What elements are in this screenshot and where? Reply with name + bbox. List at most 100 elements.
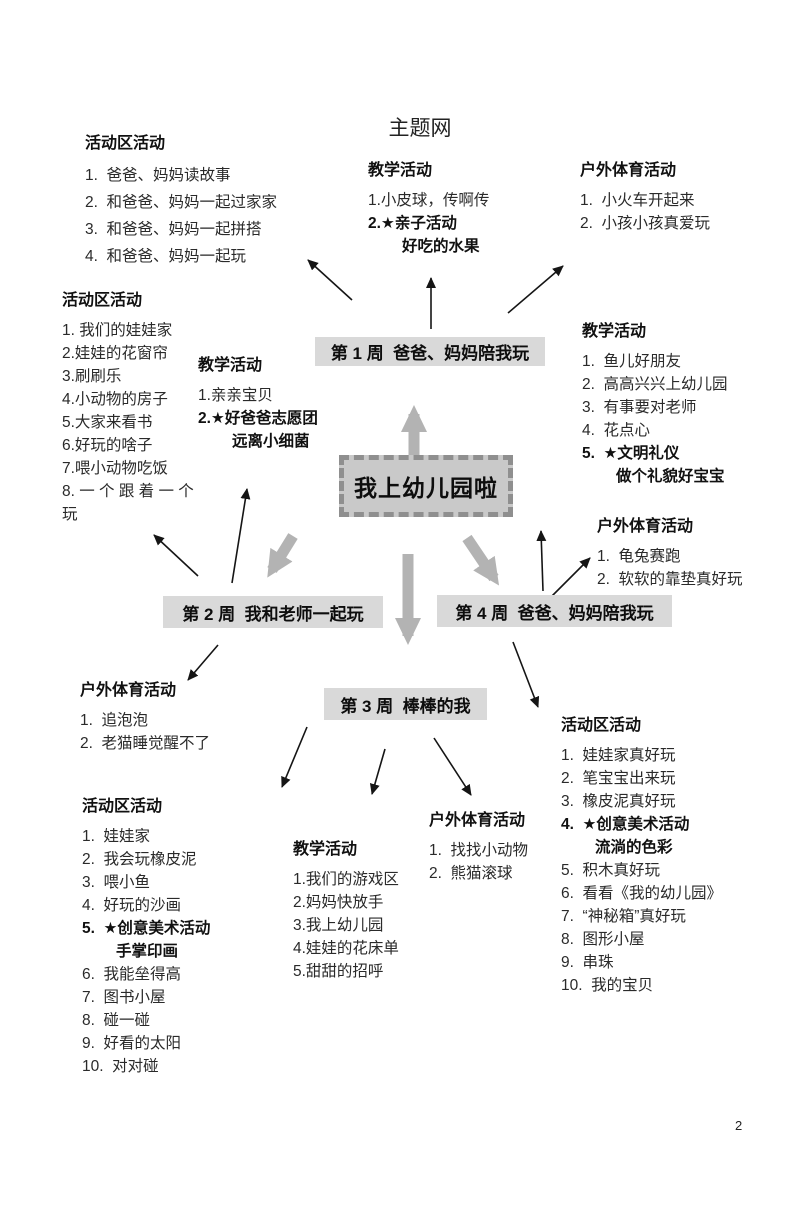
block-top-mid-teaching: 教学活动 1.小皮球，传啊传 2.★亲子活动好吃的水果 — [368, 161, 568, 258]
list-line: 7. “神秘箱”真好玩 — [561, 908, 686, 925]
block-header: 户外体育活动 — [597, 518, 694, 535]
list-line: 5.甜甜的招呼 — [293, 963, 384, 980]
block-bottom-mid-outdoor: 户外体育活动 1. 找找小动物 2. 熊猫滚球 — [429, 811, 604, 885]
list-line: 2. 小孩小孩真爱玩 — [580, 215, 711, 232]
list-line: 1. 娃娃家真好玩 — [561, 747, 676, 764]
list-line: 5. ★文明礼仪 — [582, 445, 680, 462]
list-line: 7.喂小动物吃饭 — [62, 460, 168, 477]
list-line: 1. 爸爸、妈妈读故事 — [85, 167, 231, 184]
list-line: 2. 软软的靠垫真好玩 — [597, 571, 743, 588]
list-line: 2. 笔宝宝出来玩 — [561, 770, 676, 787]
arrow-week3-to-bottom-teach — [369, 748, 386, 795]
list-line: 1. 龟兔赛跑 — [597, 548, 681, 565]
block-header: 户外体育活动 — [580, 162, 677, 179]
thick-arrow-down-left — [267, 533, 298, 578]
list-line: 1. 鱼儿好朋友 — [582, 353, 682, 370]
list-line: 2.妈妈快放手 — [293, 894, 384, 911]
block-bottom-right-activity-area: 活动区活动 1. 娃娃家真好玩 2. 笔宝宝出来玩 3. 橡皮泥真好玩 4. ★创意美术… — [561, 716, 800, 997]
list-line: 8. 图形小屋 — [561, 931, 645, 948]
list-line: 1. 我们的娃娃家 — [62, 322, 173, 339]
thick-arrow-down-right — [462, 534, 500, 586]
block-bottom-left-outdoor: 户外体育活动 1. 追泡泡 2. 老猫睡觉醒不了 — [80, 681, 305, 755]
list-line: 4. 花点心 — [582, 422, 651, 439]
block-right-teaching: 教学活动 1. 鱼儿好朋友 2. 高高兴兴上幼儿园 3. 有事要对老师 4. 花点心 5.… — [582, 322, 797, 488]
arrow-week4-to-outdoor — [551, 557, 591, 597]
list-line: 2. 老猫睡觉醒不了 — [80, 735, 211, 752]
page-title: 主题网 — [388, 116, 452, 140]
block-header: 户外体育活动 — [80, 682, 177, 699]
arrow-week2-to-mid-teach — [231, 488, 251, 584]
list-line: 8. 碰一碰 — [82, 1012, 151, 1029]
list-line: 1.小皮球，传啊传 — [368, 192, 490, 209]
central-theme-node: 我上幼儿园啦 — [339, 455, 513, 517]
list-line: 玩 — [62, 506, 78, 523]
list-line: 2. 我会玩橡皮泥 — [82, 851, 197, 868]
list-line: 4. 好玩的沙画 — [82, 897, 182, 914]
list-line: 1.亲亲宝贝 — [198, 387, 273, 404]
list-line: 1. 追泡泡 — [80, 712, 149, 729]
list-line: 1. 小火车开起来 — [580, 192, 695, 209]
list-line: 5. 积木真好玩 — [561, 862, 661, 879]
list-line: 4. ★创意美术活动 — [561, 816, 690, 833]
block-header: 教学活动 — [368, 162, 433, 179]
block-bottom-left-activity-area: 活动区活动 1. 娃娃家 2. 我会玩橡皮泥 3. 喂小鱼 4. 好玩的沙画 5. ★创意… — [82, 797, 307, 1078]
arrow-week3-to-bottom-left-list — [281, 726, 308, 788]
list-line: 2.★亲子活动 — [368, 215, 457, 232]
list-line: 4.小动物的房子 — [62, 391, 168, 408]
block-mid-teaching: 教学活动 1.亲亲宝贝 2.★好爸爸志愿团远离小细菌 — [198, 356, 383, 453]
week1-node: 第 1 周 爸爸、妈妈陪我玩 — [315, 337, 545, 366]
block-header: 活动区活动 — [62, 292, 143, 309]
arrow-week4-to-teach — [536, 530, 547, 592]
arrow-week1-to-top-left — [307, 259, 353, 301]
list-line: 远离小细菌 — [232, 433, 310, 450]
list-line: 5. ★创意美术活动 — [82, 920, 211, 937]
week3-node: 第 3 周 棒棒的我 — [324, 688, 487, 720]
block-header: 教学活动 — [198, 357, 263, 374]
block-header: 活动区活动 — [561, 717, 642, 734]
block-right-outdoor: 户外体育活动 1. 龟兔赛跑 2. 软软的靠垫真好玩 — [597, 517, 800, 591]
list-line: 1. 娃娃家 — [82, 828, 151, 845]
list-line: 2.娃娃的花窗帘 — [62, 345, 168, 362]
block-header: 教学活动 — [582, 323, 647, 340]
block-header: 户外体育活动 — [429, 812, 526, 829]
list-line: 2.★好爸爸志愿团 — [198, 410, 318, 427]
list-line: 2. 高高兴兴上幼儿园 — [582, 376, 728, 393]
list-line: 10. 我的宝贝 — [561, 977, 654, 994]
list-line: 6.好玩的啥子 — [62, 437, 153, 454]
block-header: 教学活动 — [293, 841, 358, 858]
list-line: 3. 橡皮泥真好玩 — [561, 793, 676, 810]
block-top-left-activity-area: 活动区活动 1. 爸爸、妈妈读故事 2. 和爸爸、妈妈一起过家家 3. 和爸爸、妈妈一… — [85, 134, 355, 270]
list-line: 1. 找找小动物 — [429, 842, 529, 859]
arrow-week1-to-top-right — [507, 265, 564, 314]
list-line: 3. 和爸爸、妈妈一起拼搭 — [85, 221, 262, 238]
list-line: 10. 对对碰 — [82, 1058, 159, 1075]
list-line: 1.我们的游戏区 — [293, 871, 399, 888]
arrow-week2-to-outdoor — [187, 644, 219, 681]
list-line: 手掌印画 — [116, 943, 179, 960]
list-line: 6. 我能垒得高 — [82, 966, 182, 983]
list-line: 做个礼貌好宝宝 — [616, 468, 725, 485]
arrow-week4-to-bottom-right-list — [512, 641, 540, 708]
week2-node: 第 2 周 我和老师一起玩 — [163, 596, 383, 628]
block-top-right-outdoor: 户外体育活动 1. 小火车开起来 2. 小孩小孩真爱玩 — [580, 161, 790, 235]
list-line: 7. 图书小屋 — [82, 989, 166, 1006]
list-line: 流淌的色彩 — [595, 839, 673, 856]
block-header: 活动区活动 — [82, 798, 163, 815]
list-line: 3. 喂小鱼 — [82, 874, 151, 891]
list-line: 2. 熊猫滚球 — [429, 865, 513, 882]
block-header: 活动区活动 — [85, 135, 166, 152]
list-line: 3. 有事要对老师 — [582, 399, 697, 416]
arrow-week2-to-left-list — [153, 534, 199, 577]
list-line: 4.娃娃的花床单 — [293, 940, 399, 957]
list-line: 2. 和爸爸、妈妈一起过家家 — [85, 194, 278, 211]
page-number: 2 — [735, 1118, 743, 1133]
block-left-activity-area: 活动区活动 1. 我们的娃娃家 2.娃娃的花窗帘 3.刷刷乐 4.小动物的房子 5.大家来… — [62, 291, 234, 526]
list-line: 好吃的水果 — [402, 238, 480, 255]
list-line: 3.刷刷乐 — [62, 368, 122, 385]
list-line: 8. 一 个 跟 着 一 个 — [62, 483, 194, 500]
week4-node: 第 4 周 爸爸、妈妈陪我玩 — [437, 595, 672, 627]
list-line: 5.大家来看书 — [62, 414, 153, 431]
